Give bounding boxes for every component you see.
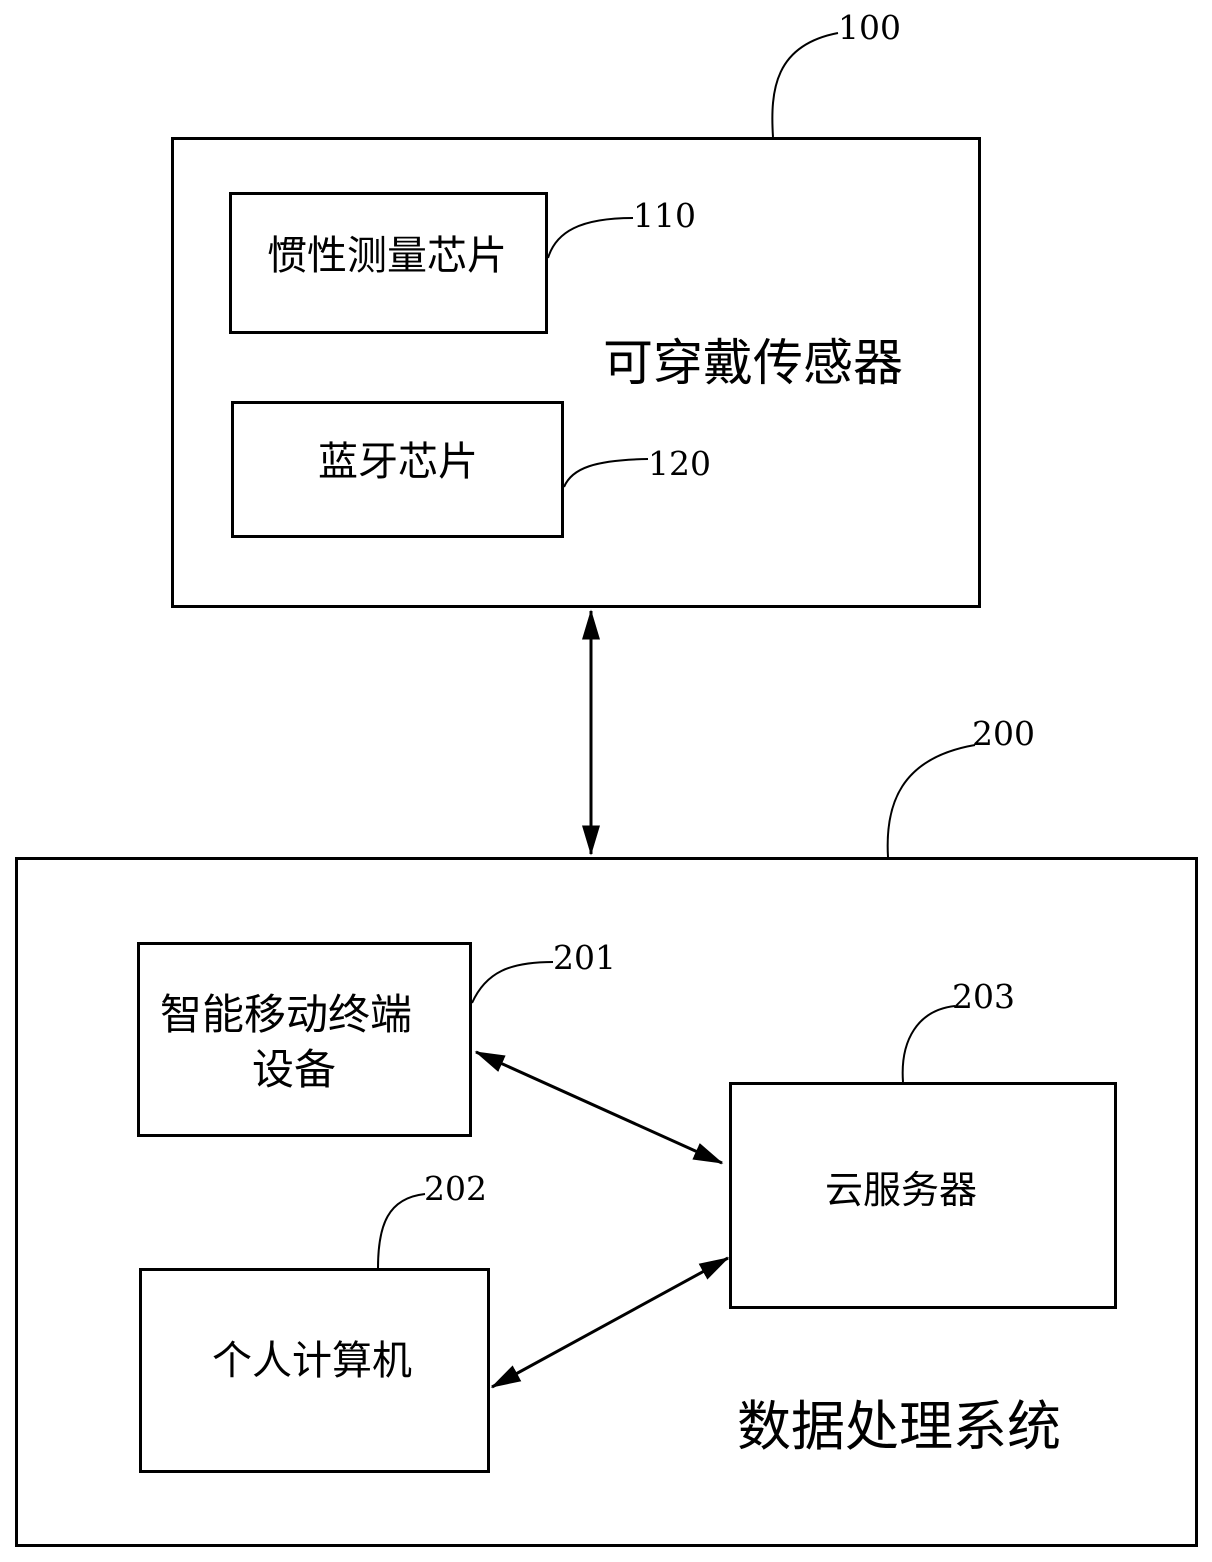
arrow-mobile-to-cloud: [474, 1050, 724, 1165]
imu-chip-box: [229, 192, 548, 334]
cloud-server-box: [729, 1082, 1117, 1309]
leader-201: [471, 961, 554, 1004]
ref-120: 120: [648, 444, 711, 483]
arrow-pc-to-cloud: [490, 1256, 730, 1389]
leader-120: [563, 458, 649, 488]
ref-201: 201: [553, 938, 616, 977]
bluetooth-chip-label: 蓝牙芯片: [318, 439, 478, 485]
imu-chip-label: 惯性测量芯片: [267, 233, 507, 279]
personal-computer-label: 个人计算机: [212, 1338, 412, 1384]
ref-203: 203: [952, 977, 1015, 1016]
cloud-server-label: 云服务器: [825, 1168, 978, 1212]
leader-110: [547, 217, 634, 259]
leader-200: [886, 744, 976, 858]
leader-202: [377, 1193, 426, 1269]
personal-computer-box: [139, 1268, 490, 1473]
bluetooth-chip-box: [231, 401, 564, 538]
leader-100: [771, 32, 839, 138]
ref-100: 100: [838, 8, 901, 47]
wearable-sensor-label: 可穿戴传感器: [603, 334, 903, 392]
data-processing-system-label: 数据处理系统: [737, 1395, 1061, 1458]
smart-mobile-terminal-label-line2: 设备: [252, 1045, 337, 1094]
smart-mobile-terminal-box: [137, 942, 472, 1137]
ref-200: 200: [972, 714, 1035, 753]
ref-110: 110: [633, 196, 696, 235]
ref-202: 202: [424, 1169, 487, 1208]
smart-mobile-terminal-label-line1: 智能移动终端: [160, 990, 413, 1039]
leader-203: [901, 1005, 956, 1083]
